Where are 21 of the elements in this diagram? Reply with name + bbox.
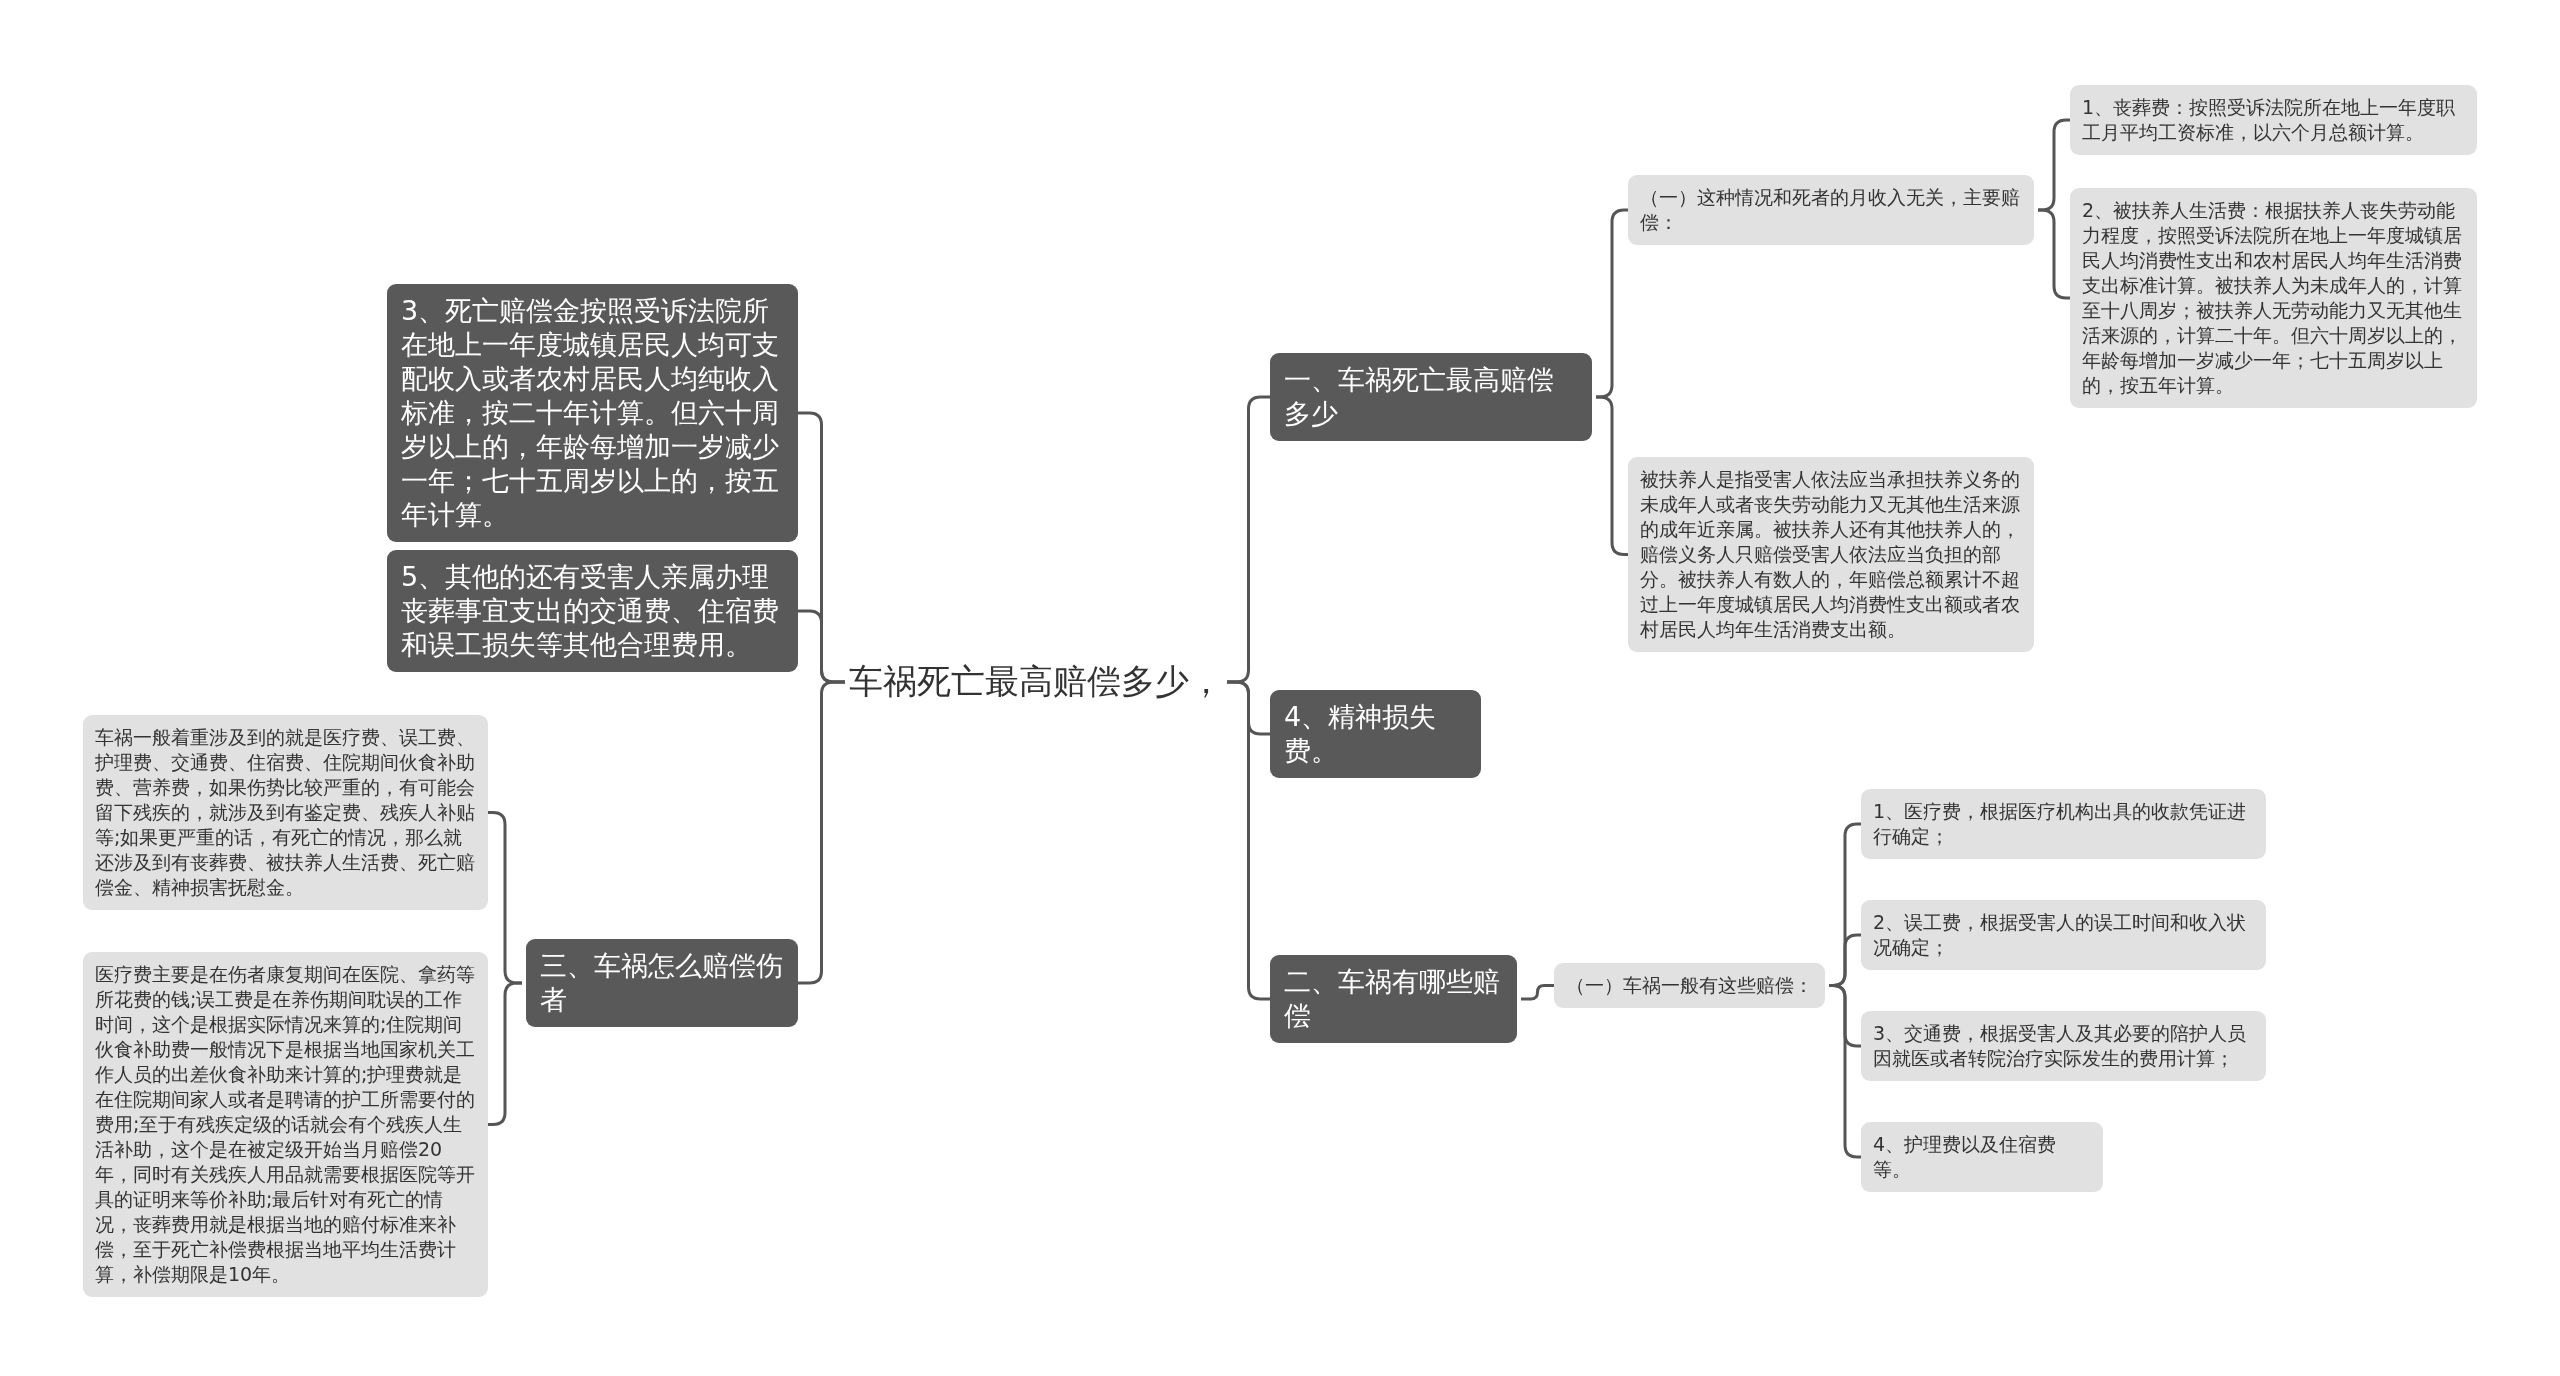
note-box: 医疗费主要是在伤者康复期间在医院、拿药等所花费的钱;误工费是在养伤期间耽误的工作时间，这个是根据实际情况来算的;住院期间伙食补助费一般情况下是根据当地国家机关工作人员的出差伙食补助来计算的;护理费就是在住院期间家人或者是聘请的护工所需要付的费用;至于有残疾定级的话就会有个残疾人生活补助，这个是在被定级开始当月赔偿20年，同时有关残疾人用品就需要根据医院等开具的证明来等价补助;最后针对有死亡的情况，丧葬费用就是根据当地的赔付标准来补偿，至于死亡补偿费根据当地平均生活费计算，补偿期限是10年。 (83, 952, 488, 1297)
topic-box: 三、车祸怎么赔偿伤者 (526, 939, 798, 1027)
note-box: （一）这种情况和死者的月收入无关，主要赔偿： (1628, 175, 2034, 245)
note-box: 被扶养人是指受害人依法应当承担扶养义务的未成年人或者丧失劳动能力又无其他生活来源的成年近亲属。被扶养人还有其他扶养人的，赔偿义务人只赔偿受害人依法应当负担的部分。被扶养人有数人的，年赔偿总额累计不超过上一年度城镇居民人均消费性支出额或者农村居民人均年生活消费支出额。 (1628, 457, 2034, 652)
note-box: （一）车祸一般有这些赔偿： (1554, 963, 1825, 1008)
note-box: 2、被扶养人生活费：根据扶养人丧失劳动能力程度，按照受诉法院所在地上一年度城镇居民人均消费性支出和农村居民人均年生活消费支出标准计算。被扶养人为未成年人的，计算至十八周岁；被扶养人无劳动能力又无其他生活来源的，计算二十年。但六十周岁以上的，年龄每增加一岁减少一年；七十五周岁以上的，按五年计算。 (2070, 188, 2477, 408)
connector-line (1521, 984, 1554, 1001)
topic-box: 二、车祸有哪些赔偿 (1270, 955, 1517, 1043)
note-box: 4、护理费以及住宿费等。 (1861, 1122, 2103, 1192)
central-topic: 车祸死亡最高赔偿多少， (849, 655, 1223, 709)
topic-box: 一、车祸死亡最高赔偿多少 (1270, 353, 1592, 441)
note-box: 1、丧葬费：按照受诉法院所在地上一年度职工月平均工资标准，以六个月总额计算。 (2070, 85, 2477, 155)
topic-box: 5、其他的还有受害人亲属办理丧葬事宜支出的交通费、住宿费和误工损失等其他合理费用。 (387, 550, 798, 672)
note-box: 2、误工费，根据受害人的误工时间和收入状况确定； (1861, 900, 2266, 970)
note-box: 1、医疗费，根据医疗机构出具的收款凭证进行确定； (1861, 789, 2266, 859)
topic-box: 3、死亡赔偿金按照受诉法院所在地上一年度城镇居民人均可支配收入或者农村居民人均纯收入标准，按二十年计算。但六十周岁以上的，年龄每增加一岁减少一年；七十五周岁以上的，按五年计算。 (387, 284, 798, 542)
note-box: 车祸一般着重涉及到的就是医疗费、误工费、护理费、交通费、住宿费、住院期间伙食补助费、营养费，如果伤势比较严重的，有可能会留下残疾的，就涉及到有鉴定费、残疾人补贴等;如果更严重的话，有死亡的情况，那么就还涉及到有丧葬费、被扶养人生活费、死亡赔偿金、精神损害抚慰金。 (83, 715, 488, 910)
connector-line (1227, 680, 1270, 1001)
connector-line (798, 680, 845, 985)
topic-box: 4、精神损失费。 (1270, 690, 1481, 778)
note-box: 3、交通费，根据受害人及其必要的陪护人员因就医或者转院治疗实际发生的费用计算； (1861, 1011, 2266, 1081)
